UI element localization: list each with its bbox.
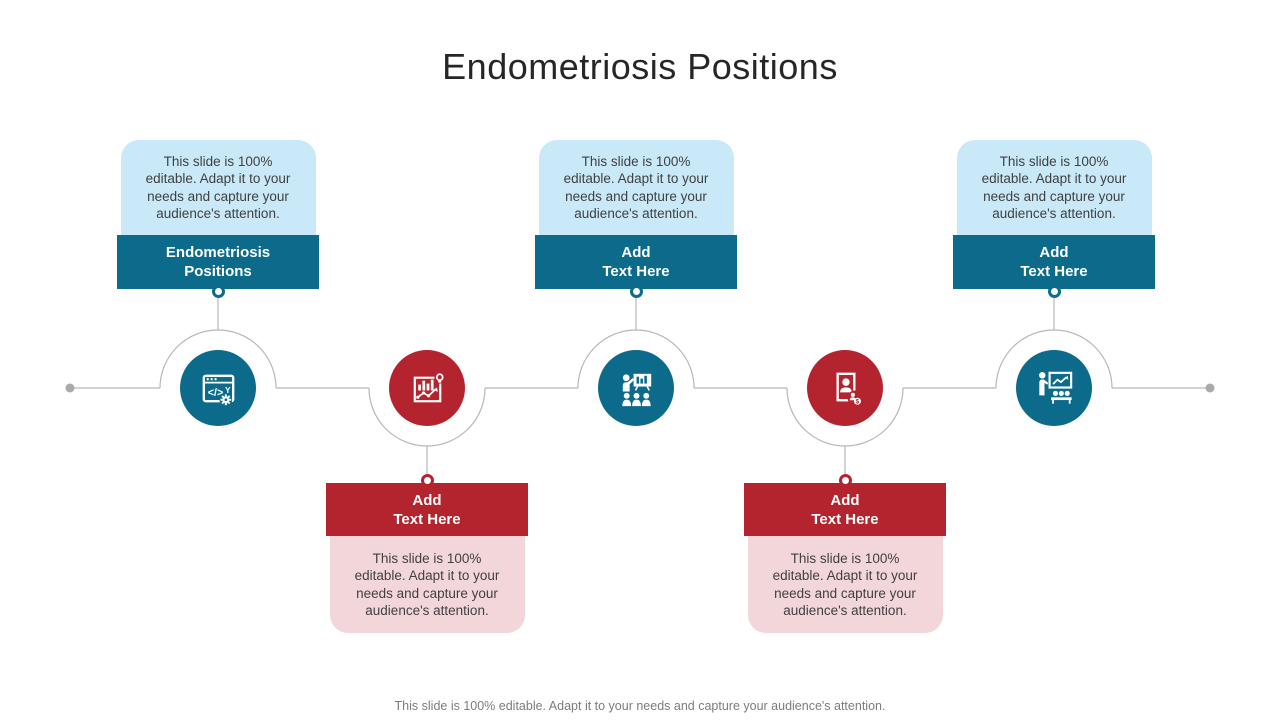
callout-3: This slide is 100% editable. Adapt it to… <box>535 140 737 289</box>
timeline-node-1[interactable]: </> Y <box>180 350 256 426</box>
callout-4-title-band[interactable]: Add Text Here <box>744 483 946 536</box>
callout-1: This slide is 100% editable. Adapt it to… <box>117 140 319 289</box>
timeline-node-5[interactable] <box>1016 350 1092 426</box>
callout-3-description[interactable]: This slide is 100% editable. Adapt it to… <box>538 140 734 235</box>
presentation-audience-icon <box>621 373 651 406</box>
callout-4: Add Text Here This slide is 100% editabl… <box>744 483 946 633</box>
callout-description-text: This slide is 100% editable. Adapt it to… <box>354 550 500 619</box>
slide-title[interactable]: Endometriosis Positions <box>442 46 838 88</box>
callout-description-text: This slide is 100% editable. Adapt it to… <box>145 153 291 222</box>
callout-2: Add Text Here This slide is 100% editabl… <box>326 483 528 633</box>
svg-text:Y: Y <box>225 384 231 394</box>
connector-ring <box>420 474 434 487</box>
callout-description-text: This slide is 100% editable. Adapt it to… <box>772 550 918 619</box>
profile-card-finance-icon: $ <box>835 372 862 405</box>
connector-ring <box>211 285 225 298</box>
code-window-gear-icon: </> Y <box>202 374 234 406</box>
timeline-node-3[interactable] <box>598 350 674 426</box>
node-arc-down <box>786 387 904 447</box>
node-arc-up <box>159 329 277 389</box>
callout-3-title-band[interactable]: Add Text Here <box>535 235 737 289</box>
callout-2-title-band[interactable]: Add Text Here <box>326 483 528 536</box>
timeline-end-dot-left <box>65 383 75 393</box>
callout-5-title-band[interactable]: Add Text Here <box>953 235 1155 289</box>
connector-ring <box>838 474 852 487</box>
presenter-growth-chart-icon <box>1038 371 1072 404</box>
callout-description-text: This slide is 100% editable. Adapt it to… <box>563 153 709 222</box>
callout-4-description[interactable]: This slide is 100% editable. Adapt it to… <box>747 536 943 633</box>
slide-footer-note[interactable]: This slide is 100% editable. Adapt it to… <box>394 699 886 713</box>
timeline-end-dot-right <box>1205 383 1215 393</box>
callout-1-description[interactable]: This slide is 100% editable. Adapt it to… <box>120 140 316 235</box>
callout-description-text: This slide is 100% editable. Adapt it to… <box>981 153 1127 222</box>
timeline-node-2[interactable] <box>389 350 465 426</box>
node-arc-down <box>368 387 486 447</box>
timeline-node-4[interactable]: $ <box>807 350 883 426</box>
callout-1-title-band[interactable]: Endometriosis Positions <box>117 235 319 289</box>
connector-ring <box>629 285 643 298</box>
callout-5: This slide is 100% editable. Adapt it to… <box>953 140 1155 289</box>
svg-text:$: $ <box>855 398 859 405</box>
svg-text:</>: </> <box>207 386 223 398</box>
analytics-chart-bulb-icon <box>413 372 445 402</box>
callout-2-description[interactable]: This slide is 100% editable. Adapt it to… <box>329 536 525 633</box>
callout-5-description[interactable]: This slide is 100% editable. Adapt it to… <box>956 140 1152 235</box>
connector-ring <box>1047 285 1061 298</box>
node-arc-up <box>995 329 1113 389</box>
node-arc-up <box>577 329 695 389</box>
